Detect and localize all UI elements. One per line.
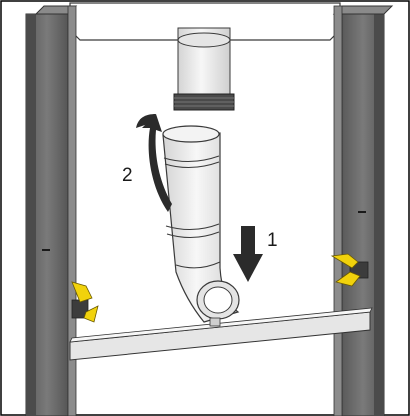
cross-bar [69,307,373,361]
left-wing-nut-icon [71,281,99,323]
curved-arrow-icon [136,114,172,212]
left-frame-post [25,5,78,416]
upper-drain-pipe [173,27,235,111]
down-arrow-icon [233,226,263,282]
connector-pipe [162,125,240,327]
step-1-label: 1 [267,230,278,251]
right-wing-nut-icon [330,253,369,287]
step-2-label: 2 [122,165,133,186]
right-frame-post [332,5,394,416]
